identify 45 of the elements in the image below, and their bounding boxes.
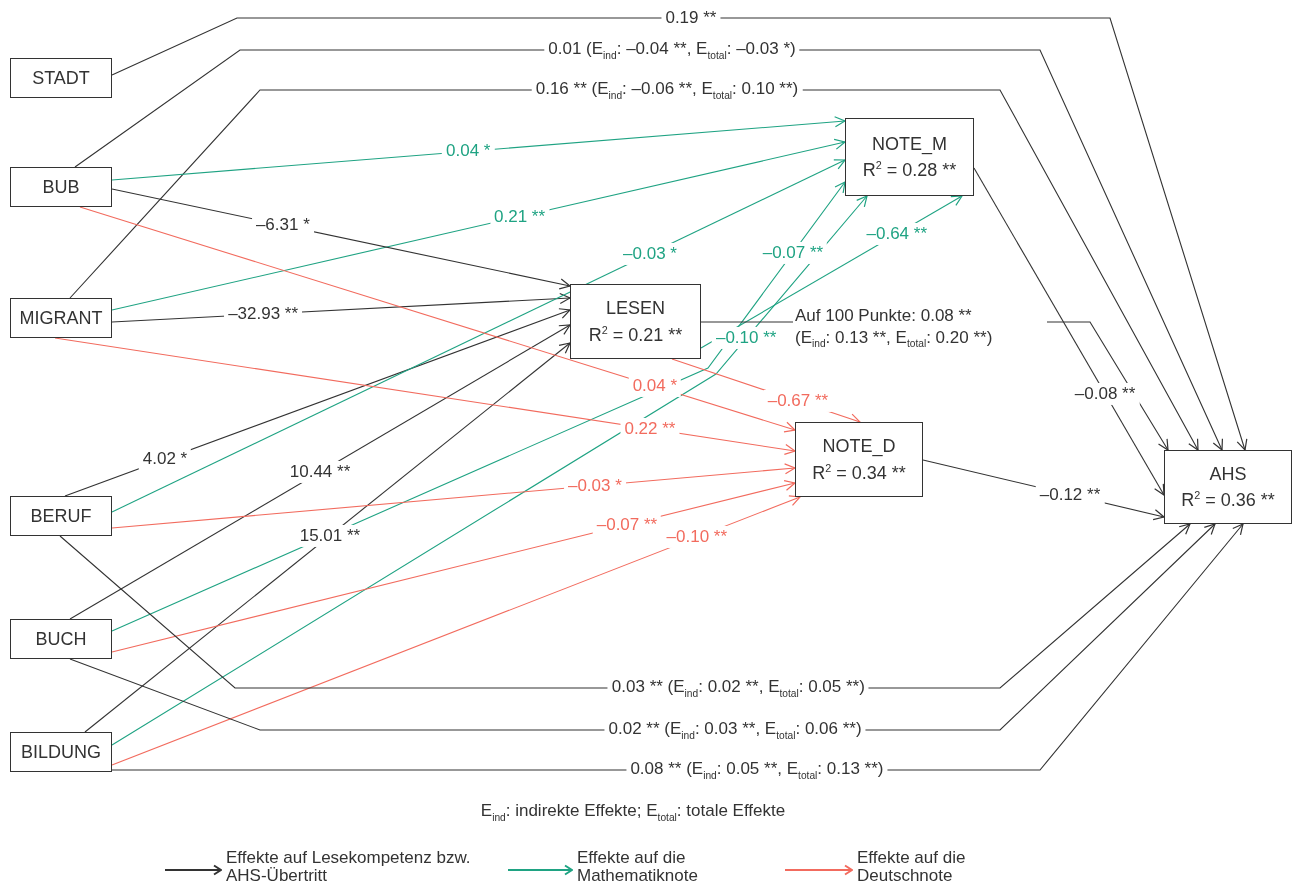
r-squared-value: R$^{2}$ = 0.34 **: [812, 460, 906, 485]
variable-box: [10, 298, 112, 338]
path-arrow: [973, 167, 1165, 496]
path-arrow: [111, 138, 846, 311]
r-squared-value: R$^{2}$ = 0.21 **: [588, 322, 683, 347]
path-coefficient: –0.12 **: [1035, 483, 1105, 506]
legend-text: Effekte auf Lesekompetenz bzw. AHS-Übertritt: [226, 849, 472, 885]
variable-name: NOTE_M: [872, 132, 947, 157]
variable-box: [845, 118, 974, 196]
path-arrow: [79, 206, 796, 433]
path-arrow: [111, 463, 796, 529]
path-coefficient: –0.67 **: [763, 390, 833, 413]
variable-name: NOTE_D: [822, 435, 896, 459]
path-arrow: [69, 324, 571, 620]
variable-box: [795, 422, 923, 497]
path-coefficient: –0.07 **: [592, 513, 662, 536]
variable-box: [10, 496, 112, 536]
path-arrow: [111, 495, 801, 766]
variable-name: BUB: [42, 175, 80, 199]
path-arrow: [84, 342, 571, 733]
variable-box: [1164, 450, 1292, 524]
path-arrow: [111, 195, 868, 746]
variable-name: AHS: [1209, 462, 1247, 486]
r-squared-value: R$^{2}$ = 0.28 **: [862, 158, 957, 182]
legend-text: Effekte auf die Mathematiknote: [577, 849, 699, 885]
path-arrow: [64, 308, 571, 497]
variable-name: MIGRANT: [19, 306, 103, 330]
variable-box: [10, 58, 112, 98]
legend-text: Effekte auf die Deutschnote: [857, 849, 967, 885]
path-coefficient: 0.04 *: [628, 375, 682, 398]
variable-box: [10, 619, 112, 659]
path-arrow: [111, 116, 846, 181]
path-coefficient: 4.02 *: [138, 448, 192, 471]
variable-name: LESEN: [606, 297, 665, 321]
variable-box: [10, 167, 112, 207]
variable-box: [570, 284, 701, 359]
variable-name: BUCH: [35, 627, 87, 651]
path-arrow: [111, 159, 846, 513]
variable-name: BERUF: [30, 504, 92, 528]
path-arrow: [111, 479, 796, 653]
abbreviation-note: E$_{ind}$: indirekte Effekte; E$_{total}$: totale Effekte: [480, 801, 786, 823]
variable-name: BILDUNG: [21, 740, 101, 764]
variable-name: STADT: [32, 66, 90, 90]
r-squared-value: R$^{2}$ = 0.36 **: [1181, 488, 1275, 512]
variable-box: [10, 732, 112, 772]
